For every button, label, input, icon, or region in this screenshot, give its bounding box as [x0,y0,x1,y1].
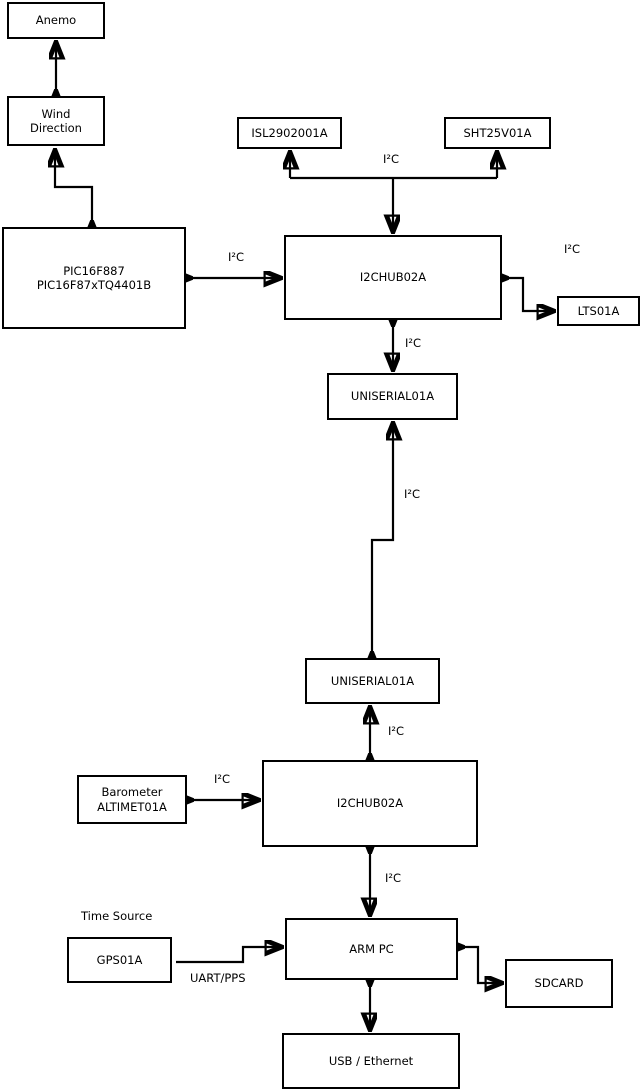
label-uart-pps: UART/PPS [190,971,246,985]
node-sht25v01a[interactable]: SHT25V01A [444,117,551,149]
node-i2chub02a-bottom[interactable]: I2CHUB02A [262,760,478,847]
label-i2c-lts: I²C [564,242,581,256]
node-anemo[interactable]: Anemo [7,2,105,39]
node-pic-mcu[interactable]: PIC16F887 PIC16F87xTQ4401B [2,227,186,329]
label-i2c-hub2-armpc: I²C [385,871,402,885]
label-i2c-uniserial-hub2: I²C [388,724,405,738]
label-i2c-hub-uniserial: I²C [405,336,422,350]
edge-uniserial-link [372,424,393,654]
node-uniserial01a-upper[interactable]: UNISERIAL01A [327,373,458,420]
edge-pic-wind [55,151,92,223]
label-i2c-uniserial-link: I²C [404,487,421,501]
edge-armpc-sdcard [462,947,501,983]
node-sdcard[interactable]: SDCARD [505,959,613,1008]
node-barometer-altimet01a[interactable]: Barometer ALTIMET01A [77,775,187,824]
node-uniserial01a-lower[interactable]: UNISERIAL01A [305,658,440,704]
node-gps01a[interactable]: GPS01A [67,937,172,983]
node-usb-ethernet[interactable]: USB / Ethernet [282,1033,460,1089]
edge-gps-armpc [176,947,281,964]
label-i2c-barometer: I²C [214,772,231,786]
label-time-source: Time Source [81,909,153,923]
node-lts01a[interactable]: LTS01A [557,296,640,326]
node-isl2902001a[interactable]: ISL2902001A [237,117,342,149]
node-arm-pc[interactable]: ARM PC [285,918,458,980]
node-i2chub02a-top[interactable]: I2CHUB02A [284,235,502,320]
label-i2c-top-branch: I²C [383,152,400,166]
node-wind-direction[interactable]: Wind Direction [7,96,105,146]
label-i2c-pic-hub: I²C [228,250,245,264]
edge-hub-lts [506,278,553,311]
